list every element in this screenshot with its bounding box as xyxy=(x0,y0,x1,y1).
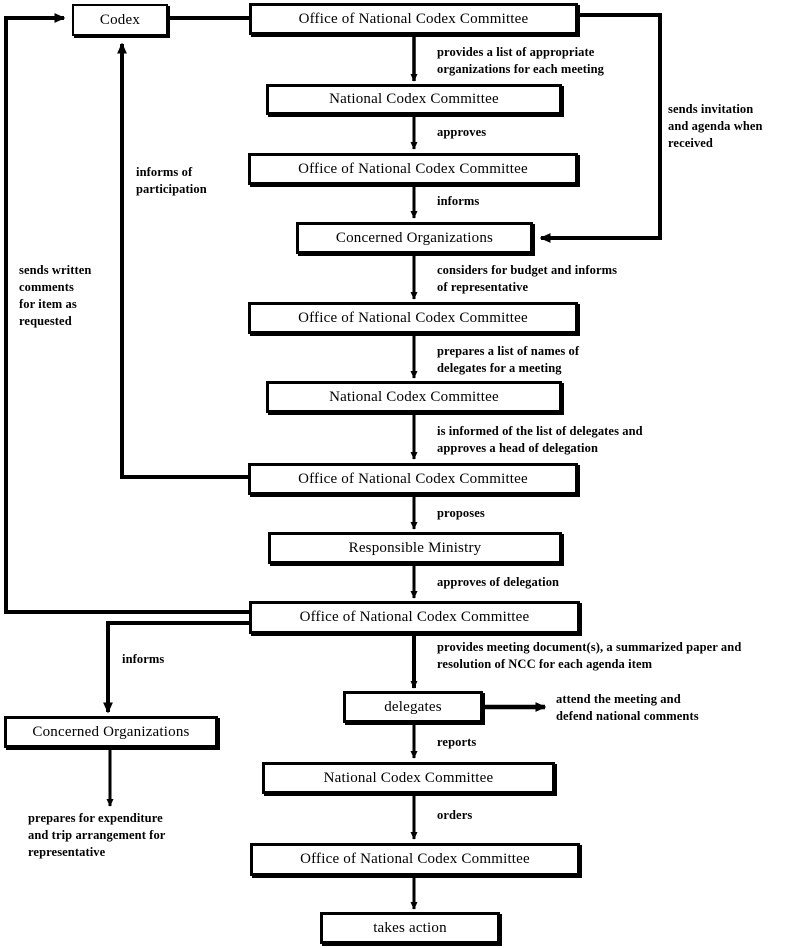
node-office-national-codex-committee-1[interactable]: Office of National Codex Committee xyxy=(249,3,578,35)
node-office-national-codex-committee-2[interactable]: Office of National Codex Committee xyxy=(248,153,578,185)
edge-label-provides-meeting-docs: provides meeting document(s), a summariz… xyxy=(437,640,742,671)
node-label: Office of National Codex Committee xyxy=(298,309,528,326)
node-label: National Codex Committee xyxy=(329,91,499,107)
edge-label-is-informed: is informed of the list of delegates and… xyxy=(437,424,643,455)
edge-label-informs-top: informs xyxy=(437,194,480,208)
edge-label-prepares-expenditure: prepares for expenditure and trip arrang… xyxy=(28,811,166,859)
node-label: Responsible Ministry xyxy=(348,539,482,556)
node-office-national-codex-committee-5[interactable]: Office of National Codex Committee xyxy=(249,601,580,634)
node-label: Office of National Codex Committee xyxy=(299,609,530,625)
node-label: takes action xyxy=(373,919,447,936)
edge-label-considers-budget: considers for budget and informs of repr… xyxy=(437,263,618,294)
node-office-national-codex-committee-3[interactable]: Office of National Codex Committee xyxy=(248,302,578,334)
edge-label-proposes: proposes xyxy=(437,506,485,520)
node-delegates[interactable]: delegates xyxy=(343,691,483,723)
edge-oncc4-to-codex-informs-participation xyxy=(117,42,248,479)
node-label: Office of National Codex Committee xyxy=(298,10,529,27)
node-concerned-organizations-1[interactable]: Concerned Organizations xyxy=(296,222,533,254)
edge-label-informs-of-participation: informs of participation xyxy=(136,165,207,196)
edge-oncc1-to-orgs1-right-loop xyxy=(539,13,662,243)
node-national-codex-committee-2[interactable]: National Codex Committee xyxy=(266,381,562,413)
node-label: Concerned Organizations xyxy=(335,229,494,246)
node-label: Office of National Codex Committee xyxy=(298,470,528,487)
edge-label-orders: orders xyxy=(437,808,473,822)
node-label: Office of National Codex Committee xyxy=(298,160,528,177)
edge-label-prepares-list: prepares a list of names of delegates fo… xyxy=(437,344,580,375)
node-takes-action[interactable]: takes action xyxy=(320,912,500,944)
node-label: Concerned Organizations xyxy=(32,723,190,740)
edge-label-informs-lower: informs xyxy=(122,652,165,666)
edge-label-sends-invitation: sends invitation and agenda when receive… xyxy=(668,102,763,150)
node-office-national-codex-committee-4[interactable]: Office of National Codex Committee xyxy=(248,463,578,495)
node-office-national-codex-committee-6[interactable]: Office of National Codex Committee xyxy=(250,843,580,876)
node-national-codex-committee-3[interactable]: National Codex Committee xyxy=(262,762,555,794)
edge-label-approves-of-delegation: approves of delegation xyxy=(437,575,560,589)
edge-label-attend-meeting: attend the meeting and defend national c… xyxy=(556,692,699,723)
edge-label-approves: approves xyxy=(437,125,487,139)
node-label: delegates xyxy=(384,698,442,715)
edge-label-provides-list: provides a list of appropriate organizat… xyxy=(437,45,604,76)
node-responsible-ministry[interactable]: Responsible Ministry xyxy=(268,532,562,564)
node-concerned-organizations-2[interactable]: Concerned Organizations xyxy=(4,716,218,748)
edge-oncc5-to-orgs2-informs xyxy=(103,621,249,714)
node-national-codex-committee-1[interactable]: National Codex Committee xyxy=(266,84,562,115)
node-label: Office of National Codex Committee xyxy=(300,851,530,867)
edge-label-sends-written-comments: sends written comments for item as reque… xyxy=(19,263,92,328)
node-codex[interactable]: Codex xyxy=(72,4,168,36)
node-codex-label: Codex xyxy=(99,11,141,28)
node-label: National Codex Committee xyxy=(329,388,499,405)
edge-label-reports: reports xyxy=(437,735,477,749)
node-label: National Codex Committee xyxy=(323,769,494,786)
edge-oncc5-to-codex-written-comments xyxy=(4,13,249,614)
